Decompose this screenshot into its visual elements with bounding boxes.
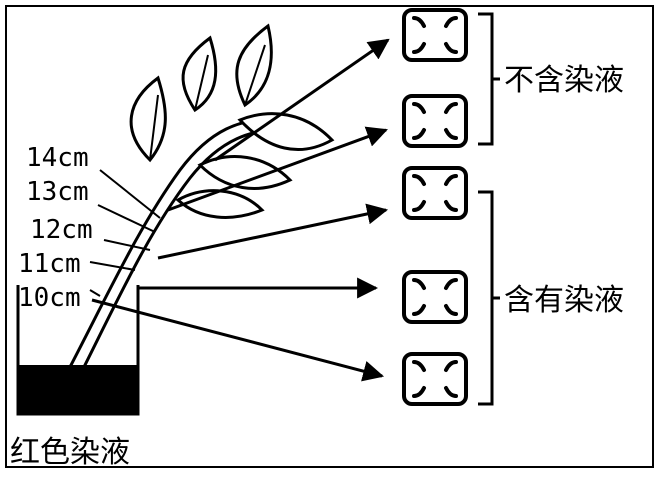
arrow-10cm xyxy=(91,298,385,382)
height-labels: 14cm 13cm 12cm 11cm 10cm xyxy=(18,143,93,313)
label-10cm: 10cm xyxy=(18,283,81,313)
arrows xyxy=(91,38,390,382)
label-13cm: 13cm xyxy=(26,177,89,207)
section-12cm xyxy=(402,166,468,220)
section-10cm xyxy=(402,352,468,406)
leader-lines xyxy=(89,169,161,297)
leaf-1 xyxy=(129,75,167,163)
group-label-with-dye: 含有染液 xyxy=(504,283,624,318)
leaves xyxy=(129,23,335,219)
arrow-14cm xyxy=(214,38,390,162)
section-14cm xyxy=(402,8,468,62)
group-label-no-dye: 不含染液 xyxy=(504,63,624,98)
outer-frame xyxy=(5,5,654,468)
leaf-3 xyxy=(235,23,273,108)
plant-stem xyxy=(68,116,296,368)
leaf-6 xyxy=(175,189,265,219)
brackets xyxy=(478,12,500,406)
leaf-2 xyxy=(181,35,218,113)
section-11cm xyxy=(402,270,468,324)
bracket-bottom xyxy=(478,190,500,406)
beaker-label: 红色染液 xyxy=(10,435,130,470)
label-14cm: 14cm xyxy=(26,143,89,173)
leaf-5 xyxy=(197,155,293,190)
arrow-13cm xyxy=(167,126,388,212)
section-13cm xyxy=(402,94,468,148)
label-12cm: 12cm xyxy=(30,215,93,245)
red-dye-liquid xyxy=(18,365,138,414)
beaker xyxy=(16,285,140,416)
leaf-4 xyxy=(237,112,335,152)
arrow-12cm xyxy=(157,203,389,260)
bracket-top xyxy=(478,12,500,146)
label-11cm: 11cm xyxy=(18,249,81,279)
cross-sections xyxy=(402,8,468,406)
